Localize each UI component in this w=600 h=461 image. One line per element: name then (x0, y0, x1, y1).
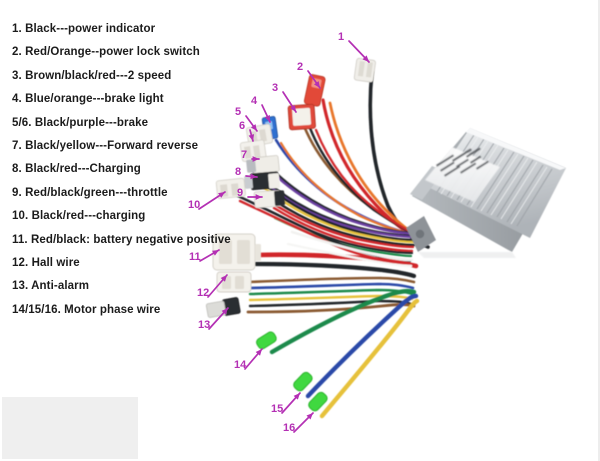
legend-item: 8. Black/red---Charging (12, 163, 141, 176)
legend-item: 7. Black/yellow---Forward reverse (12, 139, 199, 152)
callout-number-5: 5 (235, 106, 242, 118)
legend-item: 1. Black---power indicator (12, 23, 156, 35)
callout-arrowhead-10 (218, 192, 225, 198)
connector-throttle (253, 189, 285, 209)
connector-power-indicator (353, 57, 376, 83)
connector-forward-reverse (246, 155, 280, 175)
callout-arrowhead-2 (313, 81, 320, 88)
callout-number-6: 6 (239, 120, 246, 132)
callout-number-8: 8 (235, 166, 242, 178)
connector-phase-16 (308, 391, 328, 412)
legend-item: 5/6. Black/purple---brake (12, 116, 149, 129)
legend-item: 11. Red/black: battery negative positive (12, 233, 231, 246)
callout-arrowhead-8 (250, 173, 257, 180)
callout-number-15: 15 (271, 403, 284, 415)
callout-arrowhead-9 (255, 194, 262, 200)
connector-phase-14 (256, 331, 277, 350)
callout-arrowhead-6 (248, 134, 255, 141)
legend-item: 2. Red/Orange--power lock switch (12, 46, 200, 59)
controller-body (406, 128, 566, 258)
callout-number-7: 7 (241, 149, 248, 161)
callout-number-3: 3 (272, 82, 279, 94)
connector-brake-b (239, 139, 267, 162)
callout-number-4: 4 (251, 95, 258, 107)
connector-battery (212, 233, 261, 271)
legend-item: 12. Hall wire (12, 256, 80, 269)
legend-item: 14/15/16. Motor phase wire (12, 303, 161, 316)
callout-arrowhead-11 (212, 250, 219, 256)
callout-arrowhead-15 (293, 393, 300, 400)
connector-phase-15 (293, 371, 313, 392)
legend-item: 4. Blue/orange---brake light (12, 93, 164, 106)
callout-arrowhead-13 (221, 308, 228, 315)
callout-arrowhead-16 (306, 413, 313, 420)
callout-arrowhead-5 (250, 124, 257, 131)
background-plate (2, 397, 138, 459)
controller-label (425, 147, 500, 202)
callout-arrowhead-7 (252, 156, 259, 162)
callout-arrowhead-1 (362, 55, 369, 62)
callout-number-14: 14 (234, 359, 247, 371)
legend-item: 10. Black/red---charging (12, 210, 146, 223)
callout-arrowhead-4 (264, 115, 270, 122)
callout-number-9: 9 (237, 187, 244, 199)
legend-item: 13. Anti-alarm (12, 280, 90, 293)
legend-list: 1. Black---power indicator 2. Red/Orange… (12, 22, 252, 326)
legend-item: 9. Red/black/green---throttle (12, 186, 168, 199)
callout-number-2: 2 (297, 61, 304, 73)
callout-number-12: 12 (197, 287, 210, 299)
callout-arrowhead-3 (290, 105, 296, 112)
callout-number-11: 11 (189, 251, 201, 263)
legend-item: 3. Brown/black/red---2 speed (12, 69, 172, 82)
callout-number-16: 16 (283, 422, 296, 434)
callout-arrowhead-12 (220, 275, 227, 282)
callout-number-13: 13 (198, 319, 211, 331)
callout-number-10: 10 (188, 199, 201, 211)
callout-arrowhead-14 (255, 349, 262, 356)
callout-number-1: 1 (338, 31, 345, 43)
connector-charging-8 (244, 171, 281, 191)
